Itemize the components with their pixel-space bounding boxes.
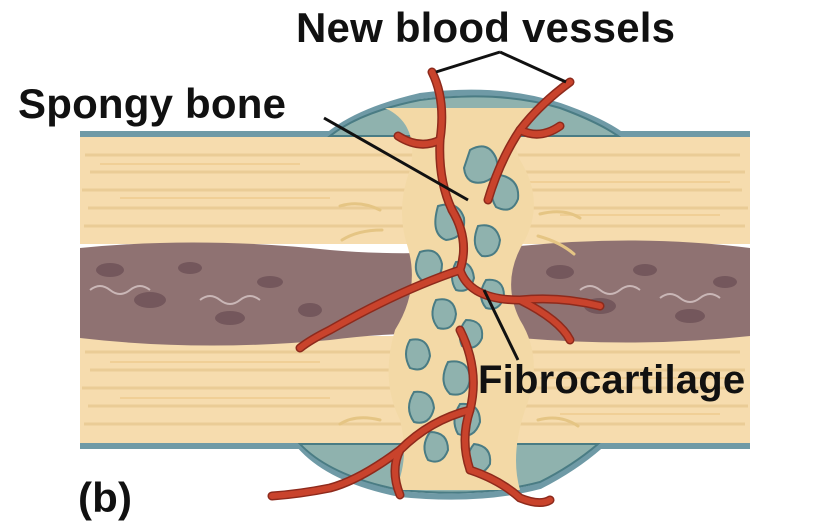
spongy-bone-label: Spongy bone xyxy=(18,80,286,128)
new-blood-vessels-label: New blood vessels xyxy=(296,4,675,52)
leader-line-vessels-right xyxy=(500,52,566,82)
leader-line-vessels-left xyxy=(436,52,500,72)
panel-label: (b) xyxy=(78,474,132,522)
fibrocartilage-label: Fibrocartilage xyxy=(478,358,745,403)
